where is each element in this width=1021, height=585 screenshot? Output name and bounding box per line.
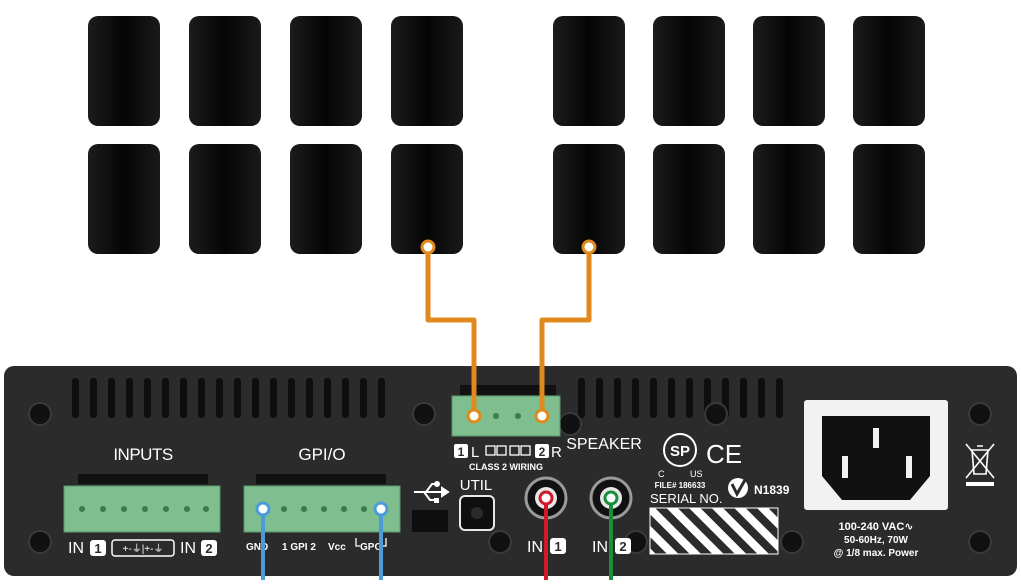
power-inlet-socket[interactable]: [822, 416, 930, 500]
rca-in2-label: IN: [592, 539, 608, 556]
screw-icon: [968, 402, 992, 426]
inputs-in1-label: IN: [68, 540, 84, 557]
terminal-connection-point: [466, 408, 482, 424]
inputs-in2-label: IN: [180, 540, 196, 557]
inputs-terminal-cover: [78, 474, 208, 484]
speaker-r-number: 2: [539, 445, 546, 459]
gpio-connection-point: [255, 501, 271, 517]
speaker-group-left: [88, 16, 463, 254]
speaker-l-label: L: [471, 444, 479, 461]
vent-slots-left: [72, 378, 385, 418]
inputs-pin-legend: +-⏚|+-⏚: [123, 543, 164, 555]
rca-in2-number: 2: [619, 539, 626, 554]
gpio-gnd-label: GND: [246, 542, 268, 553]
csa-us-label: US: [690, 469, 703, 479]
screw-icon: [780, 530, 804, 554]
class2-wiring-label: CLASS 2 WIRING: [469, 462, 543, 472]
serial-number-field: [649, 507, 779, 555]
inputs-label: INPUTS: [113, 445, 173, 464]
power-pin: [906, 456, 912, 478]
screw-icon: [968, 530, 992, 554]
inputs-in2-number: 2: [205, 541, 212, 556]
rca-in1-number: 1: [554, 539, 561, 554]
speaker-box: [753, 16, 825, 126]
screw-icon: [558, 412, 582, 436]
speaker-box: [653, 16, 725, 126]
power-pin: [842, 456, 848, 478]
speaker-wire-left: [425, 247, 477, 416]
screw-icon: [28, 530, 52, 554]
gpio-connection-point: [373, 501, 389, 517]
screw-icon: [704, 402, 728, 426]
speaker-r-label: R: [551, 444, 562, 461]
n-number-label: N1839: [754, 483, 790, 497]
gpo-bracket: [355, 538, 387, 547]
gpio-vcc-label: Vcc: [328, 542, 346, 553]
speaker-l-number: 1: [458, 445, 465, 459]
serial-number-label: SERIAL NO.: [650, 491, 722, 506]
speaker-connection-point: [420, 239, 436, 255]
usb-icon: [414, 481, 450, 503]
speaker-box: [553, 144, 625, 254]
speaker-connection-point: [581, 239, 597, 255]
gpio-terminal-pins: [281, 506, 367, 512]
speaker-box: [88, 144, 160, 254]
terminal-connection-point: [534, 408, 550, 424]
speaker-label: SPEAKER: [566, 436, 642, 453]
csa-c-label: C: [658, 469, 665, 479]
power-rating-line2: 50-60Hz, 70W: [844, 535, 908, 546]
speaker-box: [553, 16, 625, 126]
speaker-polarity-boxes: [485, 445, 531, 456]
util-label: UTIL: [460, 477, 493, 494]
speaker-box: [391, 144, 463, 254]
speaker-box: [391, 16, 463, 126]
speaker-box: [653, 144, 725, 254]
weee-crossed-bin-icon: [965, 443, 995, 486]
power-rating-line3: @ 1/8 max. Power: [834, 548, 919, 559]
speaker-terminal-cover: [460, 385, 556, 395]
csa-mark-icon: SP: [663, 433, 697, 467]
rcm-check-icon: [728, 478, 748, 498]
gpio-gpo-label: GPO: [360, 542, 382, 553]
speaker-box: [290, 144, 362, 254]
speaker-box: [753, 144, 825, 254]
speaker-box: [88, 16, 160, 126]
speaker-box: [189, 16, 261, 126]
csa-file-number: FILE# 186633: [655, 481, 706, 490]
inputs-in1-number: 1: [94, 541, 101, 556]
ce-mark-icon: CE: [706, 439, 742, 469]
speaker-box: [189, 144, 261, 254]
speaker-group-right: [553, 16, 925, 254]
screw-icon: [28, 402, 52, 426]
screw-icon: [412, 402, 436, 426]
usb-port[interactable]: [412, 510, 448, 532]
svg-text:SP: SP: [670, 443, 690, 460]
gpio-gpi-label: 1 GPI 2: [282, 542, 316, 553]
rca-in1-label: IN: [527, 539, 543, 556]
panel-screws: [28, 402, 992, 554]
inputs-terminal-pins: [79, 506, 209, 512]
speaker-box: [853, 16, 925, 126]
speaker-wire-right: [539, 247, 592, 416]
speaker-box: [853, 144, 925, 254]
power-rating-line1: 100-240 VAC∿: [838, 521, 913, 533]
gpio-label: GPI/O: [298, 445, 345, 464]
screw-icon: [488, 530, 512, 554]
power-pin: [873, 428, 879, 448]
speaker-box: [290, 16, 362, 126]
gpio-terminal-cover: [256, 474, 386, 484]
